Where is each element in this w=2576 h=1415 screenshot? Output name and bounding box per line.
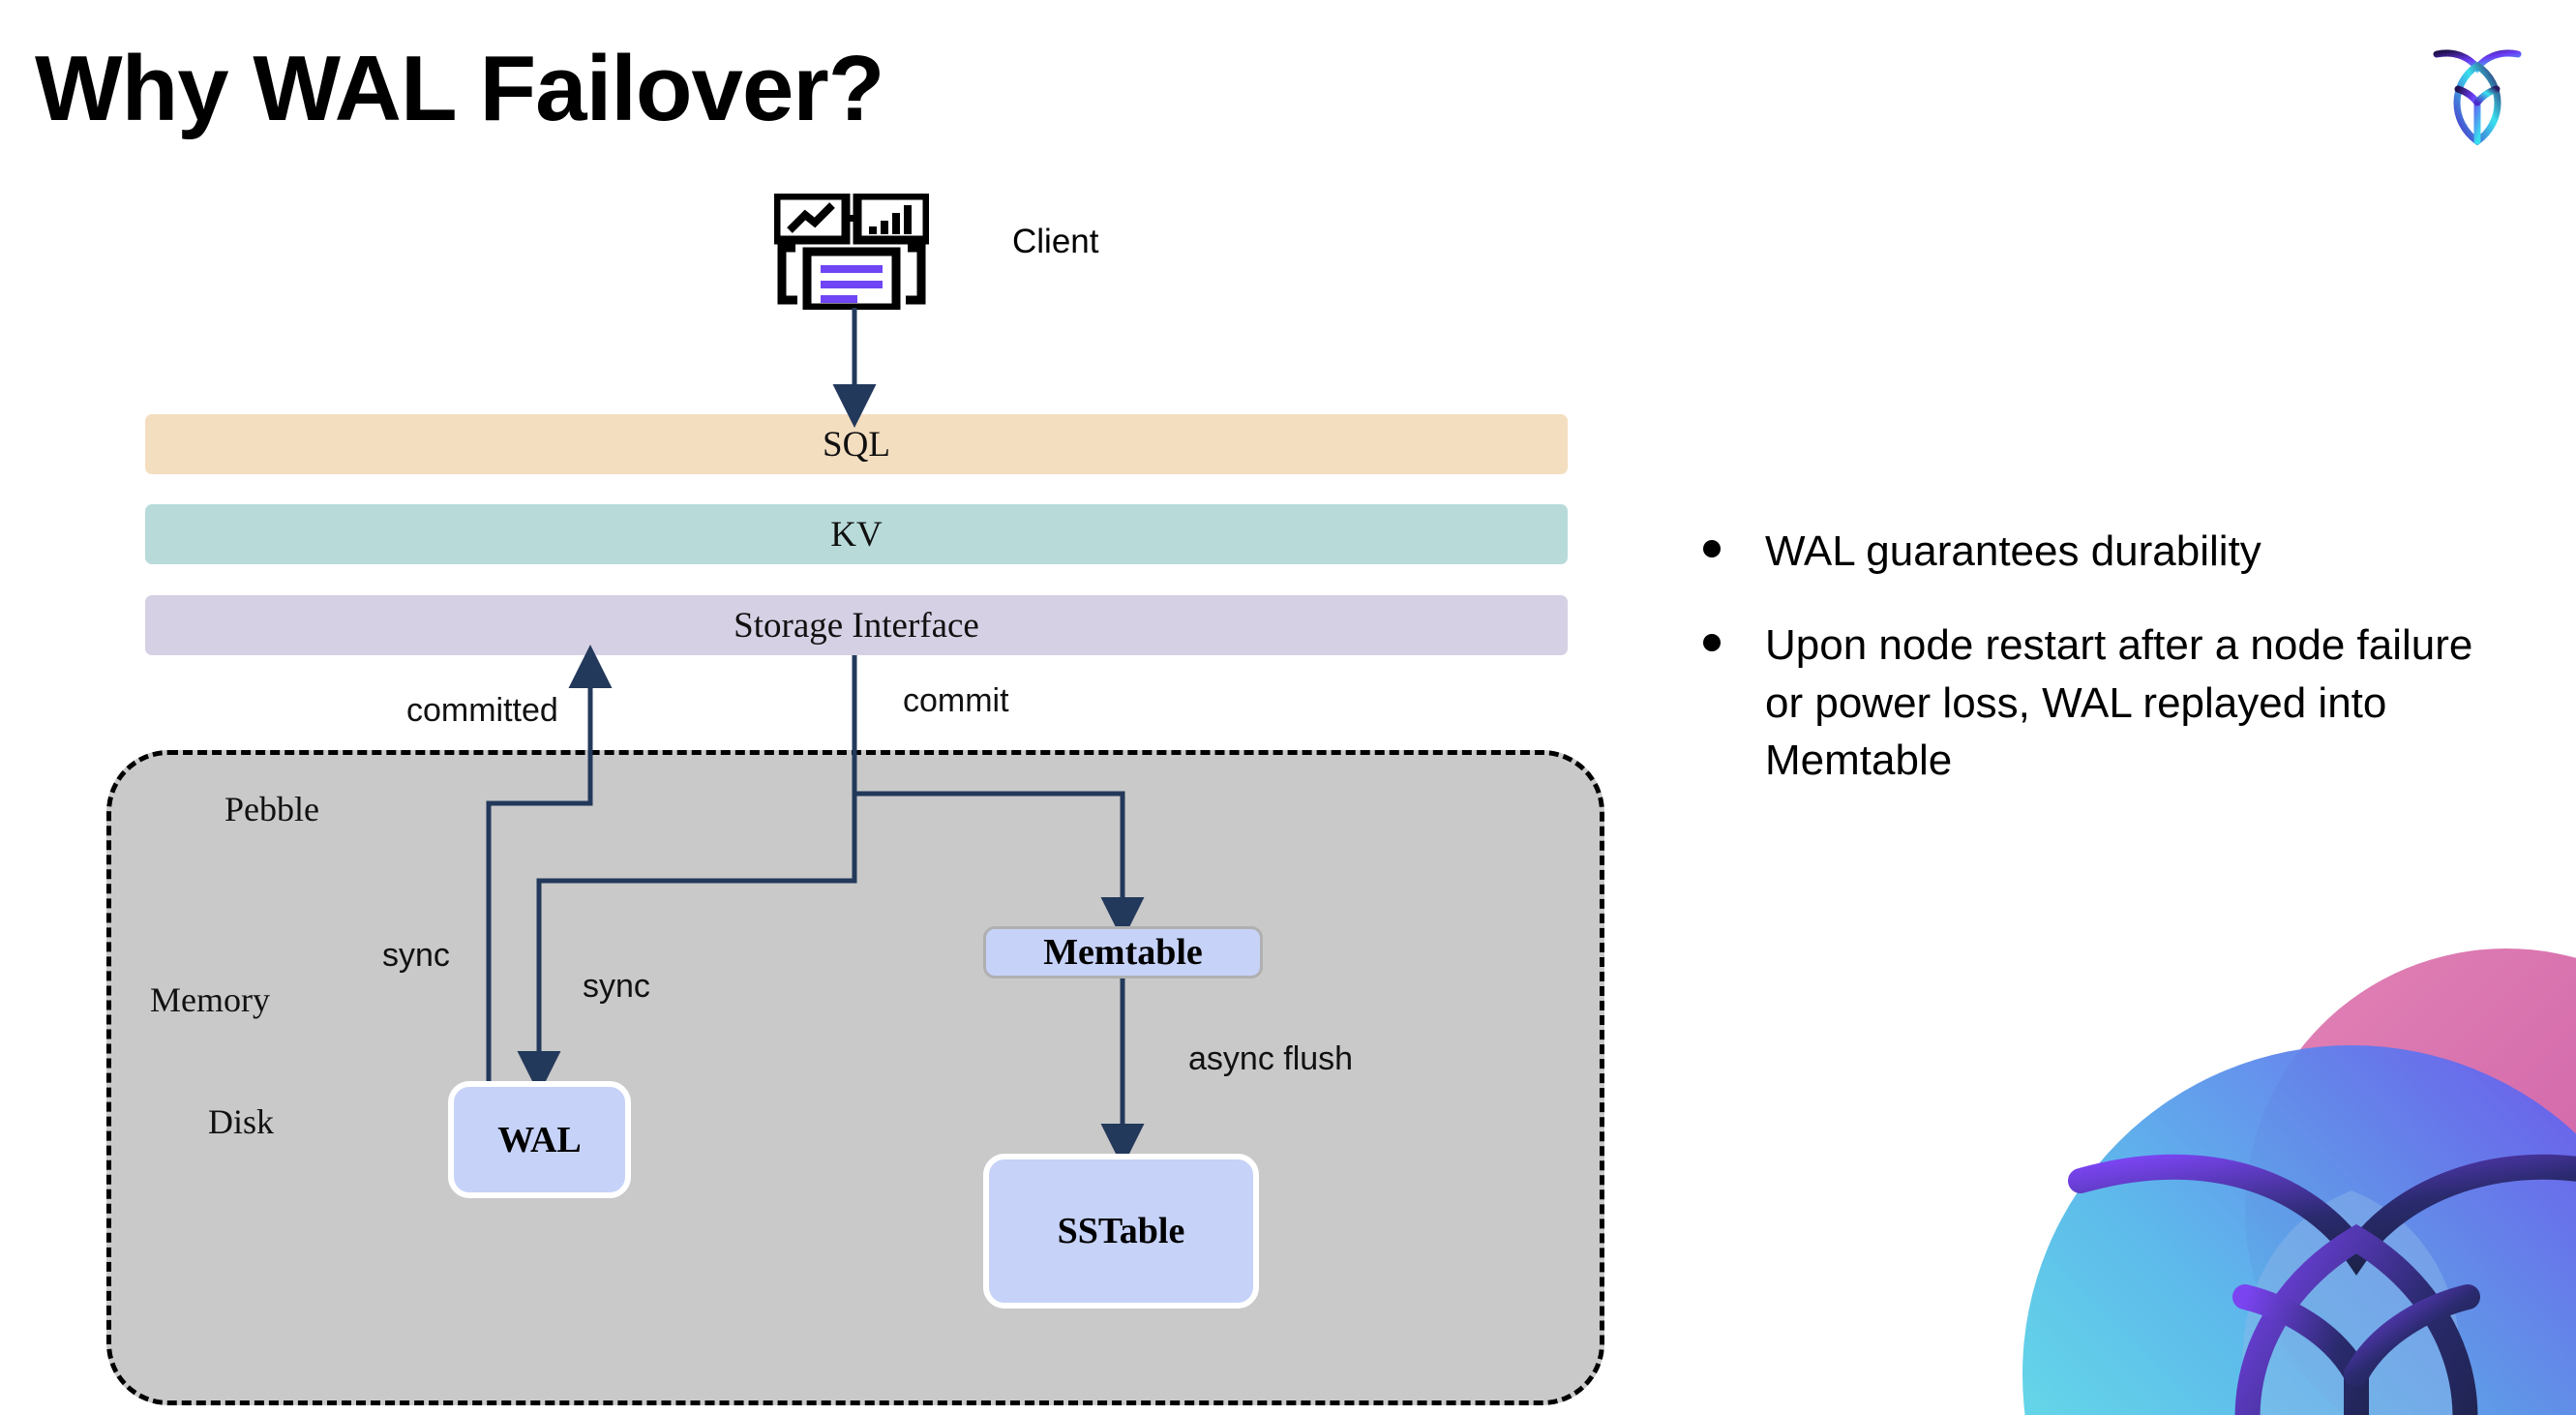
decorative-logo-art	[1964, 919, 2576, 1415]
bullet-list: WAL guarantees durability Upon node rest…	[1703, 523, 2506, 827]
edge-label-committed: committed	[406, 692, 558, 729]
cockroachdb-logo	[2431, 39, 2524, 146]
page-title: Why WAL Failover?	[35, 37, 884, 140]
bullet-text: WAL guarantees durability	[1765, 527, 2261, 575]
bullet-dot-icon	[1703, 634, 1721, 652]
node-memtable: Memtable	[983, 926, 1263, 978]
pebble-container	[106, 750, 1604, 1405]
edge-label-sync-left: sync	[382, 937, 450, 974]
disk-label: Disk	[208, 1102, 275, 1141]
bullet-text: Upon node restart after a node failure o…	[1765, 621, 2473, 785]
edge-label-async-flush: async flush	[1188, 1040, 1354, 1077]
node-wal: WAL	[448, 1081, 631, 1198]
node-label-wal: WAL	[497, 1119, 582, 1160]
bullet-dot-icon	[1703, 540, 1721, 557]
client-label: Client	[1012, 223, 1099, 260]
node-label-sstable: SSTable	[1057, 1211, 1185, 1251]
layer-bar-storage-interface: Storage Interface	[145, 595, 1568, 655]
layer-bar-sql: SQL	[145, 414, 1568, 474]
layer-label-kv: KV	[830, 514, 883, 555]
pebble-label: Pebble	[225, 790, 319, 828]
memory-label: Memory	[150, 980, 270, 1019]
node-sstable: SSTable	[983, 1154, 1259, 1309]
layer-bar-kv: KV	[145, 504, 1568, 564]
node-label-memtable: Memtable	[1043, 932, 1203, 973]
layer-label-storage-interface: Storage Interface	[734, 605, 979, 646]
edge-label-sync-right: sync	[583, 968, 650, 1005]
list-item: WAL guarantees durability	[1703, 523, 2506, 580]
list-item: Upon node restart after a node failure o…	[1703, 617, 2506, 789]
edge-label-commit: commit	[903, 682, 1009, 719]
layer-label-sql: SQL	[823, 424, 890, 465]
client-dashboard-icon	[771, 191, 932, 313]
